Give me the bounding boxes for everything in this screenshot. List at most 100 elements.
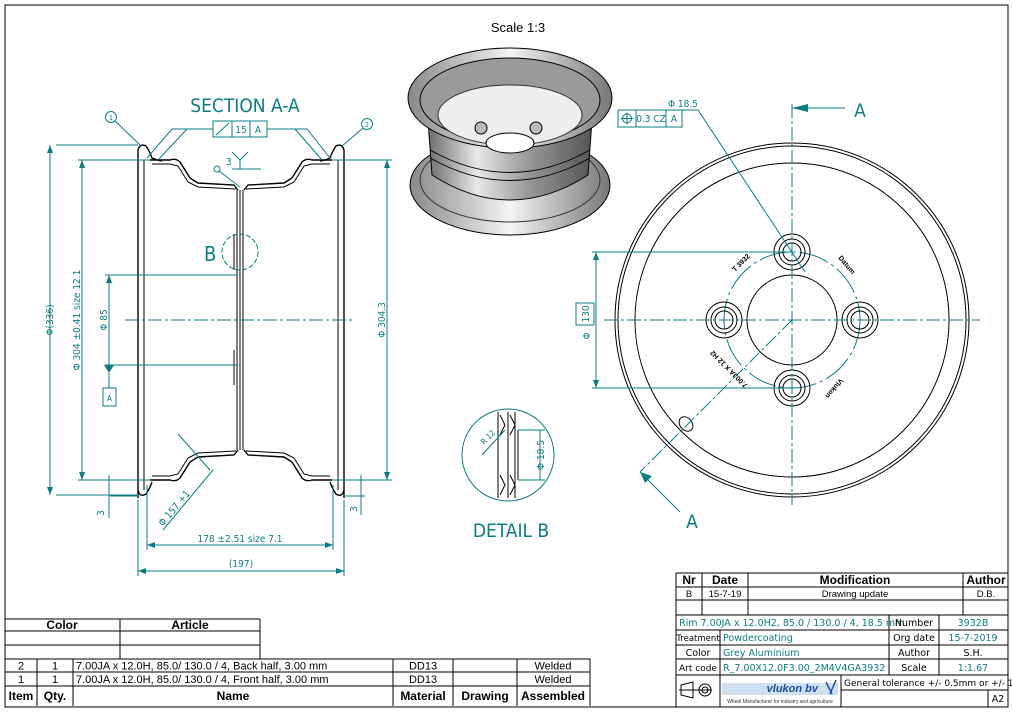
scale-value: 1:1.67 (958, 663, 988, 674)
section-arrow-label-bottom: A (686, 511, 698, 533)
rev-author: D.B. (977, 589, 995, 600)
bom-header-material: Material (400, 689, 445, 703)
hole-dia-label: Φ 18.5 (668, 99, 698, 110)
rev-header-date: Date (712, 573, 738, 587)
rev-header-nr: Nr (682, 573, 696, 587)
bom-row: 1 1 7.00JA x 12.0H, 85.0/ 130.0 / 4, Fro… (18, 674, 572, 686)
bom-assembled: Welded (534, 661, 571, 673)
author-value: S.H. (963, 648, 982, 659)
projection-icon (679, 681, 712, 699)
bom-table: 2 1 7.00JA x 12.0H, 85.0/ 130.0 / 4, Bac… (5, 658, 591, 706)
author-label: Author (898, 648, 930, 659)
rim-profile-top (150, 158, 332, 191)
detail-b-callout (221, 233, 259, 271)
sheet-size: A2 (992, 694, 1005, 705)
dim-bead-seat-dia: Φ 304 ±0.41 size 12.1 (72, 270, 83, 371)
rev-header-author: Author (966, 573, 1006, 587)
rim-profile-bottom (150, 449, 332, 482)
bom-header-name: Name (217, 689, 250, 703)
revision-table: Nr Date Modification Author B 15-7-19 Dr… (675, 572, 1008, 707)
color-header: Color (46, 618, 78, 632)
article-header: Article (171, 618, 209, 632)
dim-chamfer-dia: Φ 157 +1 (157, 489, 193, 529)
rev-modification: Drawing update (822, 589, 889, 600)
dim-thickness-left: 3 (96, 510, 107, 516)
color-value: Grey Aluminium (723, 648, 800, 659)
company-logo: vlukon bv Wheel Manufacturer for industr… (722, 679, 838, 705)
dim-width-inner: 178 ±2.51 size 7.1 (197, 534, 282, 545)
front-view: T 3932 Datum 7.00JA X 12 H2 Vlukon A A Φ… (575, 99, 980, 533)
detail-radius: R 12 (479, 428, 497, 446)
bolt-circle-dia-symbol: Φ (582, 332, 593, 339)
stamp-brand: Vlukon (823, 377, 843, 399)
section-view: SECTION A-A 1 2 15 A (45, 95, 392, 576)
bom-assembled: Welded (534, 674, 571, 686)
dim-thickness-right: 3 (349, 506, 360, 512)
dim-center-bore: Φ 85 (99, 309, 110, 330)
stamp-datum: Datum (836, 255, 855, 276)
bom-item: 2 (18, 661, 24, 673)
bom-material: DD13 (409, 661, 437, 673)
dim-outer-dia: Φ(336) (45, 304, 56, 335)
iso-scale-label: Scale 1:3 (491, 20, 545, 35)
number-label: Number (895, 618, 933, 629)
treatment-value: Powdercoating (723, 633, 793, 644)
title-block: Rim 7.00JA x 12.0H2, 85.0 / 130.0 / 4, 1… (675, 614, 1012, 707)
weld-symbol: 3 (213, 151, 261, 188)
iso-center-bore (485, 132, 535, 154)
valve-hole (678, 416, 694, 432)
detail-title: DETAIL B (473, 520, 549, 542)
position-tolerance-frame: 0.3 CZ A (617, 109, 683, 128)
bom-header-qty: Qty. (44, 689, 66, 703)
org-date-value: 15-7-2019 (948, 633, 997, 644)
balloon-1-label: 1 (109, 114, 113, 122)
detail-b-view: Φ 18.5 R 12 DETAIL B (461, 408, 555, 542)
basic-dim-box (575, 302, 595, 326)
rev-header-modification: Modification (820, 573, 891, 587)
section-title: SECTION A-A (190, 95, 300, 117)
color-label: Color (686, 648, 711, 659)
bom-qty: 1 (52, 661, 58, 673)
bom-header-item: Item (9, 689, 34, 703)
isometric-view: Scale 1:3 (407, 20, 613, 236)
balloon-2 (361, 118, 373, 130)
rev-date: 15-7-19 (709, 589, 742, 600)
dim-width-overall: (197) (229, 559, 253, 570)
rev-nr: B (686, 589, 692, 600)
color-article-table: Color Article (5, 618, 261, 659)
bom-material: DD13 (409, 674, 437, 686)
datum-a-box (102, 387, 117, 407)
datum-a-label: A (107, 394, 112, 403)
bom-name: 7.00JA x 12.0H, 85.0/ 130.0 / 4, Front h… (76, 674, 329, 686)
drawing-number: 3932B (958, 618, 989, 629)
company-tagline: Wheel Manufacturer for industry and agri… (727, 699, 833, 705)
bom-name: 7.00JA x 12.0H, 85.0/ 130.0 / 4, Back ha… (76, 661, 327, 673)
dim-bead-seat-right: Φ 304.3 (377, 302, 388, 338)
bom-item: 1 (18, 674, 24, 686)
balloon-1 (105, 111, 117, 123)
sheet-border (4, 4, 1009, 708)
runout-tolerance-frame: 15 A (146, 120, 331, 161)
stamp-number: T 3932 (731, 253, 751, 273)
circular-runout-icon (215, 122, 230, 136)
company-name: vlukon bv (767, 683, 819, 695)
runout-datum: A (255, 125, 262, 136)
bom-header-assembled: Assembled (521, 689, 585, 703)
bom-qty: 1 (52, 674, 58, 686)
detail-dia: Φ 18.5 (536, 440, 547, 470)
balloon-2-label: 2 (365, 121, 369, 129)
runout-value: 15 (235, 125, 246, 136)
detail-b-ref: B (204, 242, 216, 266)
position-datum: A (671, 114, 678, 125)
section-arrow-label-top: A (854, 100, 866, 122)
general-tolerance: General tolerance +/- 0.5mm or +/- 1° (844, 679, 1012, 689)
bom-row: 2 1 7.00JA x 12.0H, 85.0/ 130.0 / 4, Bac… (18, 661, 572, 673)
bolt-circle-dim: 130 (581, 305, 592, 322)
scale-label: Scale (901, 663, 927, 674)
part-description: Rim 7.00JA x 12.0H2, 85.0 / 130.0 / 4, 1… (679, 618, 904, 629)
art-code-label: Art code (679, 664, 717, 674)
position-value: 0.3 CZ (636, 114, 666, 125)
treatment-label: Treatment (675, 634, 720, 644)
dimensions: Φ(336) Φ 304 ±0.41 size 12.1 Φ 85 A Φ 30… (45, 144, 392, 576)
